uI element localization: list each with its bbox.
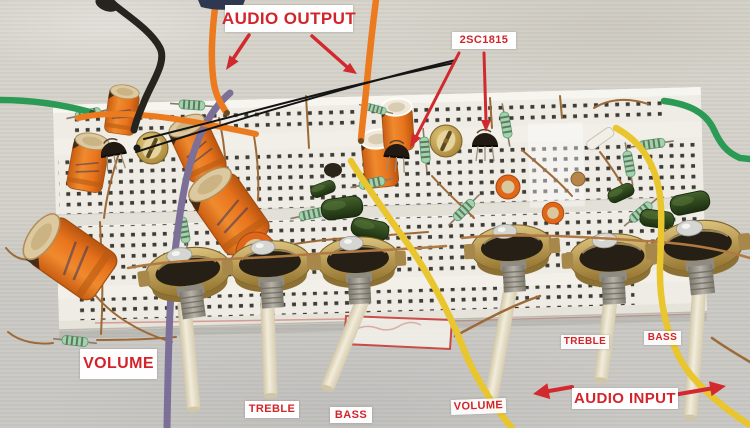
black-probe-lead [143, 62, 455, 140]
orange-wire-left [208, 0, 230, 116]
black-wire [105, 0, 166, 134]
arrow-2sc1815-left [414, 51, 461, 139]
copper-bus-left [126, 244, 448, 270]
dark-component [324, 163, 342, 177]
arrow-audio-output-right [310, 34, 349, 69]
trimmer-capacitor [429, 124, 463, 158]
arrow-audio-input-left [547, 385, 574, 393]
label-2sc1815: 2SC1815 [452, 32, 516, 49]
label-audio-output: AUDIO OUTPUT [222, 5, 356, 32]
arrow-audio-output-left [231, 33, 251, 61]
trimmer-capacitors [135, 124, 615, 165]
green-wire-right [660, 97, 750, 163]
electrolytic-capacitor [379, 96, 416, 153]
disc-capacitor [570, 171, 586, 187]
annotation-arrows [226, 33, 726, 400]
green-wire-left [0, 96, 94, 116]
white-jumper [586, 126, 615, 151]
capacitor-top [495, 174, 521, 200]
arrow-2sc1815-right [482, 51, 488, 123]
transistors-2sc1815 [97, 128, 499, 177]
front-wires [126, 124, 750, 428]
label-treble-bottom-left: TREBLE [245, 401, 299, 418]
label-volume-left: VOLUME [80, 349, 157, 379]
film-capacitors [308, 171, 712, 243]
label-bass-right: BASS [644, 331, 681, 345]
label-volume-bottom-middle: VOLUME [450, 398, 507, 415]
copper-bus-right [460, 234, 750, 260]
orange-jumper [75, 111, 259, 137]
yellow-wire-right [612, 124, 750, 428]
yellow-wire-left [347, 157, 516, 428]
copper-diagonal [453, 294, 542, 338]
orange-wire-middle [357, 0, 380, 144]
purple-wire [163, 89, 234, 428]
paper-slip [94, 313, 701, 351]
capacitor-top [541, 201, 565, 225]
label-audio-input: AUDIO INPUT [572, 388, 678, 409]
arrow-audio-input-right [677, 386, 713, 396]
label-bass-bottom-left: BASS [330, 407, 372, 423]
label-treble-right: TREBLE [561, 335, 609, 349]
